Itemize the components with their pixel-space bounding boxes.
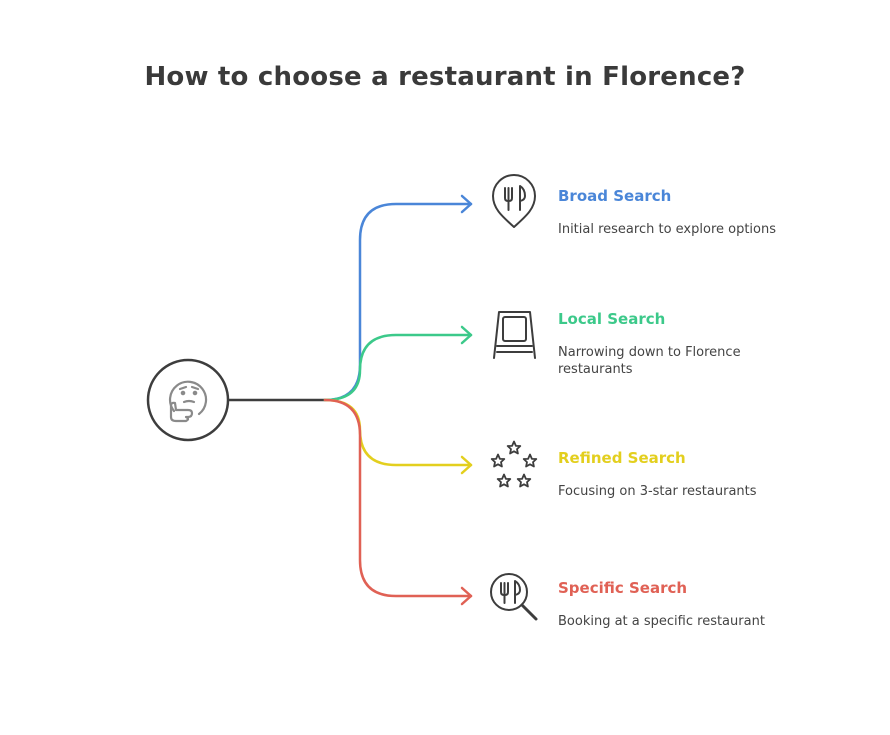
- branch-title-refined-search: Refined Search: [558, 449, 686, 467]
- thinking-face-icon: [168, 380, 208, 423]
- connector-refined-search: [323, 398, 473, 467]
- restaurant-location-pin-icon: [492, 174, 536, 228]
- connector-local-search-arrow: [460, 325, 473, 345]
- diagram-title: How to choose a restaurant in Florence?: [144, 62, 746, 92]
- connector-refined-search-arrow: [460, 455, 473, 475]
- connector-local-search: [323, 333, 473, 402]
- branch-desc-refined-search: Focusing on 3-star restaurants: [558, 484, 757, 499]
- stars-icon: [490, 440, 538, 488]
- branch-title-broad-search: Broad Search: [558, 187, 672, 205]
- branch-desc-local-search: Narrowing down to Florence restaurants: [558, 345, 741, 377]
- branch-title-local-search: Local Search: [558, 310, 666, 328]
- branch-title-specific-search: Specific Search: [558, 579, 688, 597]
- center-node: [146, 358, 230, 442]
- connector-broad-search-arrow: [460, 194, 473, 214]
- branch-desc-broad-search: Initial research to explore options: [558, 222, 777, 237]
- connectors: [226, 194, 473, 606]
- menu-board-icon: [493, 311, 536, 359]
- connector-specific-search-arrow: [460, 586, 473, 606]
- restaurant-search-icon: [490, 573, 538, 621]
- branch-desc-specific-search: Booking at a specific restaurant: [558, 614, 765, 629]
- connector-specific-search: [323, 398, 473, 598]
- connector-broad-search: [323, 202, 473, 402]
